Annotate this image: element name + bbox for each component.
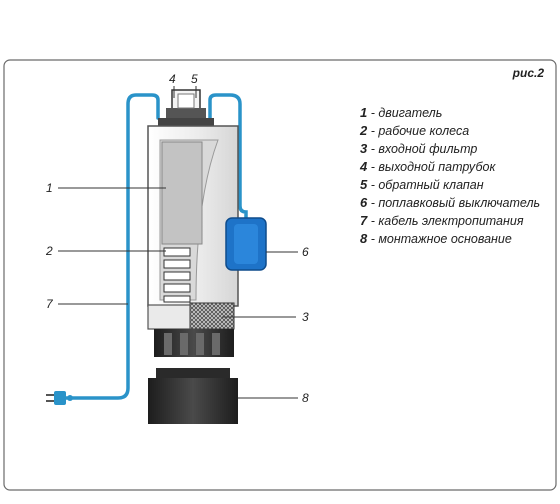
figure-label: рис.2 [512,66,544,80]
legend-text: - поплавковый выключатель [367,196,541,210]
legend-item: 3 - входной фильтр [360,140,540,158]
mounting-base [148,368,238,424]
legend-num: 2 [360,123,368,138]
callout-8: 8 [302,391,309,405]
legend-text: - обратный клапан [367,178,484,192]
legend-item: 1 - двигатель [360,104,540,122]
callout-3: 3 [302,310,309,324]
callout-1: 1 [46,181,53,195]
legend-num: 5 [360,177,368,192]
float-switch [225,217,267,271]
legend-item: 6 - поплавковый выключатель [360,194,540,212]
callout-6: 6 [302,245,309,259]
power-cable [62,93,160,400]
legend-item: 2 - рабочие колеса [360,122,540,140]
legend-num: 6 [360,195,368,210]
callout-7: 7 [46,297,54,311]
pump-lower-body [147,304,191,330]
legend-num: 1 [360,105,368,120]
pump-bottom [154,329,234,357]
legend-text: - монтажное основание [367,232,512,246]
legend-text: - входной фильтр [367,142,478,156]
check-valve [177,93,195,109]
impellers [163,247,191,303]
legend-text: - рабочие колеса [367,124,470,138]
callout-2: 2 [45,244,53,258]
float-switch-cable [208,93,248,222]
legend-item: 8 - монтажное основание [360,230,540,248]
callout-5: 5 [191,72,198,86]
figure-frame [3,59,557,491]
legend-num: 7 [360,213,368,228]
legend-item: 7 - кабель электропитания [360,212,540,230]
legend-num: 4 [360,159,368,174]
legend-item: 4 - выходной патрубок [360,158,540,176]
legend-text: - выходной патрубок [367,160,496,174]
legend-item: 5 - обратный клапан [360,176,540,194]
legend-text: - двигатель [367,106,443,120]
motor [161,141,203,245]
plug-icon [46,391,73,405]
callout-4: 4 [169,72,176,86]
legend-num: 8 [360,231,368,246]
legend: 1 - двигатель 2 - рабочие колеса 3 - вхо… [360,104,540,248]
inlet-filter [189,302,235,330]
legend-text: - кабель электропитания [367,214,524,228]
legend-num: 3 [360,141,368,156]
